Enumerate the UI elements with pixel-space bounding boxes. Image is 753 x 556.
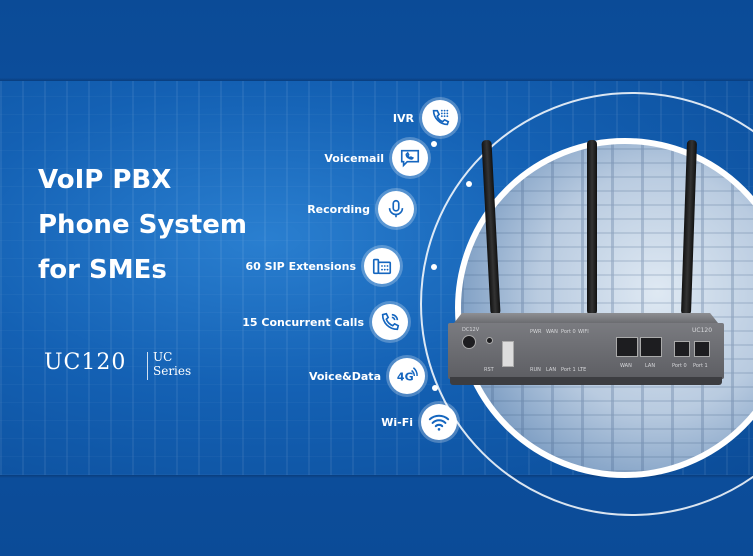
feature-label: Recording (307, 202, 370, 216)
feature-wifi: Wi-Fi (381, 404, 457, 440)
headline-line-2: Phone System (38, 210, 247, 240)
router-base (450, 377, 722, 385)
series-label-line-2: Series (153, 364, 192, 378)
4g-signal-icon: 4G (389, 358, 425, 394)
series-label-line-1: UC (153, 350, 173, 364)
usb-port (502, 341, 514, 367)
feature-label: IVR (392, 111, 414, 125)
port-label: LAN (645, 363, 656, 369)
ivr-phone-icon (422, 100, 458, 136)
led-label: LAN (546, 367, 557, 373)
feature-voicemail: Voicemail (324, 140, 428, 176)
feature-label: Voice&Data (308, 369, 381, 383)
port-label: WAN (620, 363, 632, 369)
wifi-icon (421, 404, 457, 440)
headline-line-1: VoIP PBX (38, 165, 172, 195)
router-front-panel: DC12V RST PWR WAN Port 0 WIFI RUN LAN Po… (448, 323, 724, 379)
server-rack-photo (461, 144, 753, 472)
feature-label: 60 SIP Extensions (245, 259, 356, 273)
port-label: Port 1 (693, 363, 708, 369)
ring-dot (431, 264, 437, 270)
phone-call-icon (372, 304, 408, 340)
dc-port (462, 335, 476, 349)
headline-line-3: for SMEs (38, 255, 167, 285)
feature-ivr: IVR (393, 100, 458, 136)
feature-label: Wi-Fi (381, 415, 413, 429)
series-label: UC Series (153, 350, 191, 378)
product-photo-circle (455, 138, 753, 478)
feature-recording: Recording (307, 191, 414, 227)
feature-voice-data: Voice&Data 4G (309, 358, 425, 394)
led-label: RUN (530, 367, 541, 373)
ring-dot (432, 385, 438, 391)
microphone-icon (378, 191, 414, 227)
led-label: Port 1 (561, 367, 576, 373)
router-top (454, 313, 718, 323)
led-label: WAN (546, 329, 558, 335)
headline: VoIP PBX Phone System for SMEs (38, 158, 247, 293)
wan-port (616, 337, 638, 357)
phone-port-0 (674, 341, 690, 357)
feature-label: Voicemail (324, 151, 384, 165)
port-label: Port 0 (672, 363, 687, 369)
reset-button (486, 337, 493, 344)
feature-sip-extensions: 60 SIP Extensions (246, 248, 400, 284)
led-label: Port 0 (561, 329, 576, 335)
svg-text:4G: 4G (397, 371, 414, 384)
antenna-middle (587, 140, 597, 315)
led-label: LTE (578, 367, 587, 373)
ring-dot (431, 141, 437, 147)
router-device: DC12V RST PWR WAN Port 0 WIFI RUN LAN Po… (448, 313, 724, 385)
phone-port-1 (694, 341, 710, 357)
router-brand: UC120 (692, 327, 713, 334)
model-name: UC120 (44, 350, 127, 375)
led-label: WIFI (578, 329, 589, 335)
led-label: PWR (530, 329, 542, 335)
feature-concurrent-calls: 15 Concurrent Calls (242, 304, 408, 340)
router-label-dc: DC12V (462, 327, 480, 333)
ring-dot (466, 181, 472, 187)
voicemail-chat-icon (392, 140, 428, 176)
router-label-rst: RST (484, 367, 494, 373)
lan-port (640, 337, 662, 357)
model-divider (147, 352, 148, 380)
desk-phone-icon (364, 248, 400, 284)
feature-label: 15 Concurrent Calls (242, 315, 364, 329)
